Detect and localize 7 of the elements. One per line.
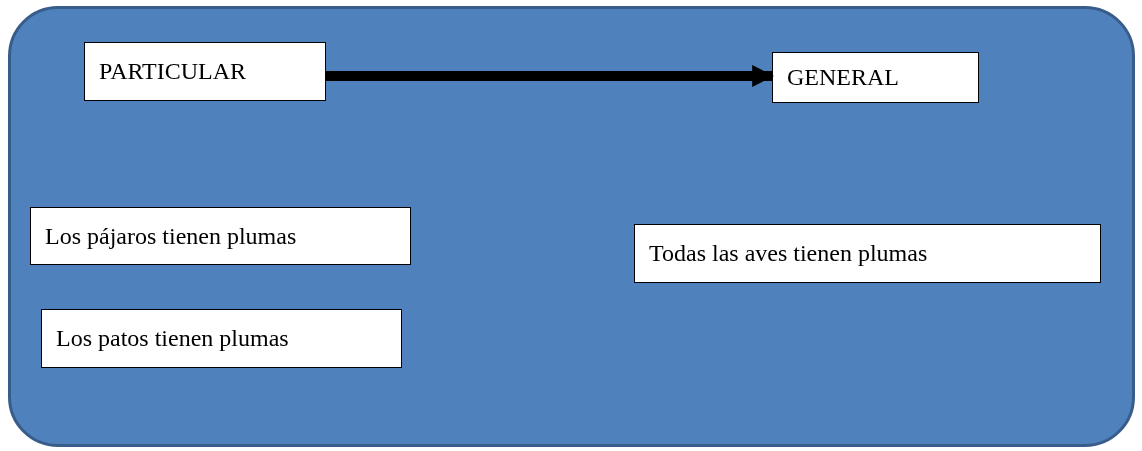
text-box: GENERAL [772,52,979,103]
arrow [326,65,775,87]
rounded-panel [8,6,1135,447]
text-box: PARTICULAR [84,42,326,101]
text-box: Todas las aves tienen plumas [634,224,1101,283]
text-box: Los pájaros tienen plumas [30,207,411,265]
text-box: Los patos tienen plumas [41,309,402,368]
